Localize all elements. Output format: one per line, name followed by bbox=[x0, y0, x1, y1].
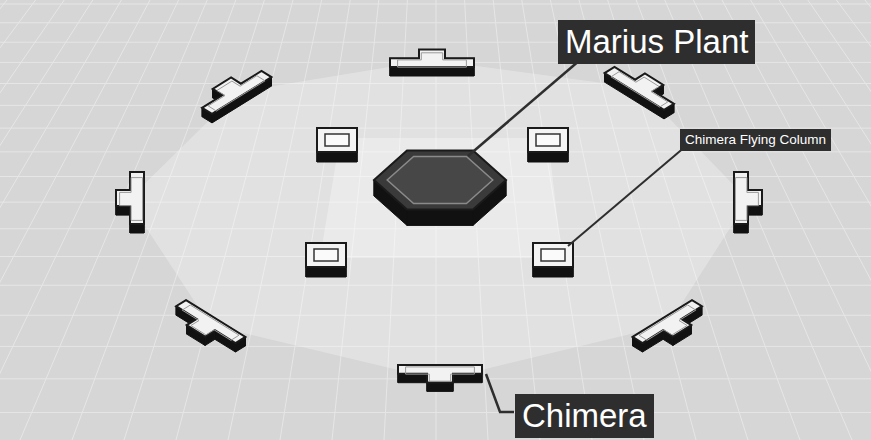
chimera-inset bbox=[406, 367, 475, 381]
side-face bbox=[734, 224, 748, 233]
flying-column bbox=[533, 243, 573, 277]
side-face bbox=[116, 206, 130, 215]
chimera-inset bbox=[639, 305, 696, 340]
side-face bbox=[533, 267, 573, 277]
top-face bbox=[734, 172, 762, 224]
grid-line bbox=[0, 412, 871, 413]
column-inset bbox=[541, 249, 565, 261]
chimera-piece bbox=[633, 300, 702, 352]
side-face bbox=[390, 67, 474, 76]
side-face bbox=[306, 267, 346, 277]
side-face bbox=[398, 374, 427, 383]
label-text: Marius Plant bbox=[565, 23, 748, 61]
top-face bbox=[176, 300, 245, 343]
label-text: Chimera Flying Column bbox=[685, 132, 826, 148]
column-inset bbox=[536, 134, 560, 146]
leader-line bbox=[568, 146, 686, 246]
flying-column bbox=[317, 128, 357, 162]
side-face bbox=[130, 224, 144, 233]
top-face bbox=[374, 151, 506, 210]
chimera-piece bbox=[605, 67, 674, 119]
grid-line bbox=[0, 0, 121, 440]
top-face bbox=[533, 243, 573, 267]
chimera-piece bbox=[202, 71, 271, 123]
column-inset bbox=[314, 249, 338, 261]
column-inset bbox=[325, 134, 349, 146]
chimera-inset bbox=[208, 76, 265, 111]
flying-column bbox=[306, 243, 346, 277]
grid-line bbox=[0, 0, 64, 440]
label-tag: Marius Plant bbox=[558, 20, 755, 64]
chimera-inset bbox=[182, 305, 239, 340]
grid-line bbox=[0, 0, 150, 440]
plant-top-inset bbox=[387, 156, 493, 203]
side-face bbox=[407, 209, 473, 225]
chimera-piece bbox=[734, 172, 762, 233]
chimera-piece bbox=[176, 300, 245, 352]
side-face bbox=[427, 382, 453, 391]
side-face bbox=[317, 152, 357, 162]
plant-hexagon bbox=[374, 151, 506, 226]
chimera-inset bbox=[120, 178, 143, 221]
top-face bbox=[528, 128, 568, 152]
label-tag: Chimera Flying Column bbox=[680, 129, 831, 151]
top-face bbox=[633, 300, 702, 343]
grid-line bbox=[808, 0, 871, 440]
leader-line bbox=[486, 374, 514, 412]
side-face bbox=[453, 374, 482, 383]
grid-line bbox=[836, 0, 871, 440]
chimera-piece bbox=[116, 172, 144, 233]
chimera-piece bbox=[390, 50, 474, 76]
grid-line bbox=[865, 0, 871, 440]
top-face bbox=[398, 365, 482, 382]
top-face bbox=[306, 243, 346, 267]
label-text: Chimera bbox=[522, 397, 647, 435]
top-face bbox=[116, 172, 144, 224]
grid-line bbox=[0, 4, 871, 5]
field-area bbox=[128, 60, 748, 380]
top-face bbox=[202, 71, 271, 114]
grid-line bbox=[0, 0, 36, 440]
grid-line bbox=[0, 0, 7, 440]
label-tag: Chimera bbox=[515, 394, 654, 438]
flying-column bbox=[528, 128, 568, 162]
chimera-inset bbox=[398, 53, 467, 67]
leader-line bbox=[468, 60, 580, 156]
chimera-inset bbox=[735, 178, 758, 221]
top-face bbox=[390, 50, 474, 67]
grid-line bbox=[722, 0, 871, 440]
side-face bbox=[748, 206, 762, 215]
grid-line bbox=[0, 0, 93, 440]
grid-line bbox=[779, 0, 871, 440]
chimera-piece bbox=[398, 365, 482, 391]
top-face bbox=[605, 67, 674, 110]
top-face bbox=[317, 128, 357, 152]
pieces bbox=[116, 50, 762, 392]
side-face bbox=[528, 152, 568, 162]
chimera-inset bbox=[611, 72, 668, 107]
